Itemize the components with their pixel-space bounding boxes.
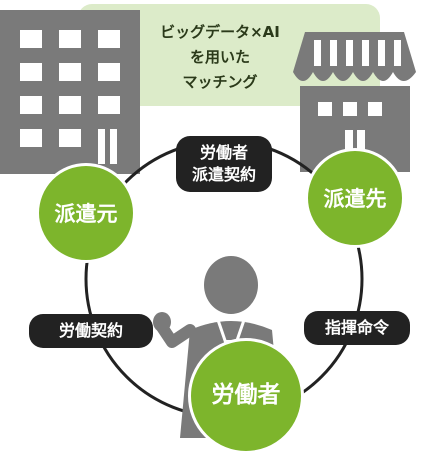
diagram-graphics	[0, 10, 416, 438]
dispatcher-node: 派遣元	[36, 163, 136, 263]
command-label: 指揮命令	[304, 311, 410, 345]
banner-line-3: マッチング	[182, 73, 258, 91]
dispatch-contract-line-2: 派遣契約	[191, 165, 256, 184]
dispatch-contract-line-1: 労働者	[199, 143, 248, 162]
dispatch-contract-label: 労働者 派遣契約	[176, 136, 272, 192]
worker-node: 労働者	[188, 338, 304, 454]
client-node: 派遣先	[305, 148, 405, 248]
banner-text: ビッグデータ×AI を用いた マッチング	[140, 20, 300, 95]
banner-line-2: を用いた	[189, 48, 250, 66]
diagram: ビッグデータ×AI を用いた マッチング 労働者 派遣契約 労働契約 指揮命令 …	[0, 4, 416, 454]
labor-contract-label: 労働契約	[29, 314, 153, 348]
office-building-icon	[0, 10, 140, 174]
banner-line-1: ビッグデータ×AI	[160, 23, 280, 41]
